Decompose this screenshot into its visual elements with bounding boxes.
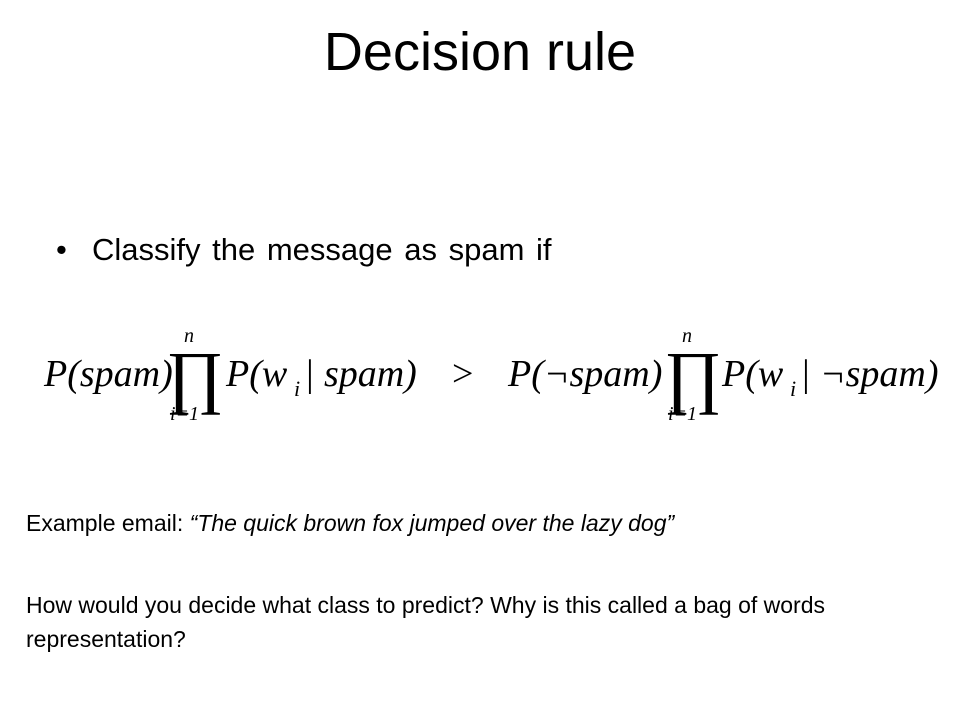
example-line: Example email: “The quick brown fox jump…: [26, 506, 946, 540]
discussion-question: How would you decide what class to predi…: [26, 588, 946, 656]
left-product-upper: n: [184, 325, 194, 347]
bullet-text: Classify the message as spam if: [92, 232, 552, 267]
slide-title: Decision rule: [323, 22, 637, 82]
right-product-upper: n: [682, 325, 692, 347]
left-likelihood-close: | spam): [304, 353, 417, 395]
right-product-symbol: ∏: [664, 339, 722, 416]
example-quote: “The quick brown fox jumped over the laz…: [189, 510, 675, 536]
left-prior: P(spam): [43, 353, 173, 395]
example-email: Example email: “The quick brown fox jump…: [26, 506, 946, 540]
bullet-dot: •: [56, 232, 67, 267]
left-product-lower: i=1: [170, 403, 199, 425]
decision-rule-equation: P(spam) n ∏ i=1 P(w i | spam) > P(¬spam)…: [43, 325, 938, 425]
right-likelihood-open: P(w: [721, 353, 784, 395]
left-likelihood-open: P(w: [225, 353, 288, 395]
left-subscript: i: [294, 376, 300, 401]
right-subscript: i: [790, 376, 796, 401]
right-prior: P(¬spam): [507, 353, 662, 395]
comparison-operator: >: [452, 353, 473, 395]
bullet-item: • Classify the message as spam if: [56, 228, 552, 272]
right-product-lower: i=1: [668, 403, 697, 425]
question-text: How would you decide what class to predi…: [26, 592, 826, 652]
example-label: Example email:: [26, 510, 190, 536]
left-product-symbol: ∏: [166, 339, 224, 416]
right-likelihood-close: | ¬spam): [800, 353, 938, 395]
